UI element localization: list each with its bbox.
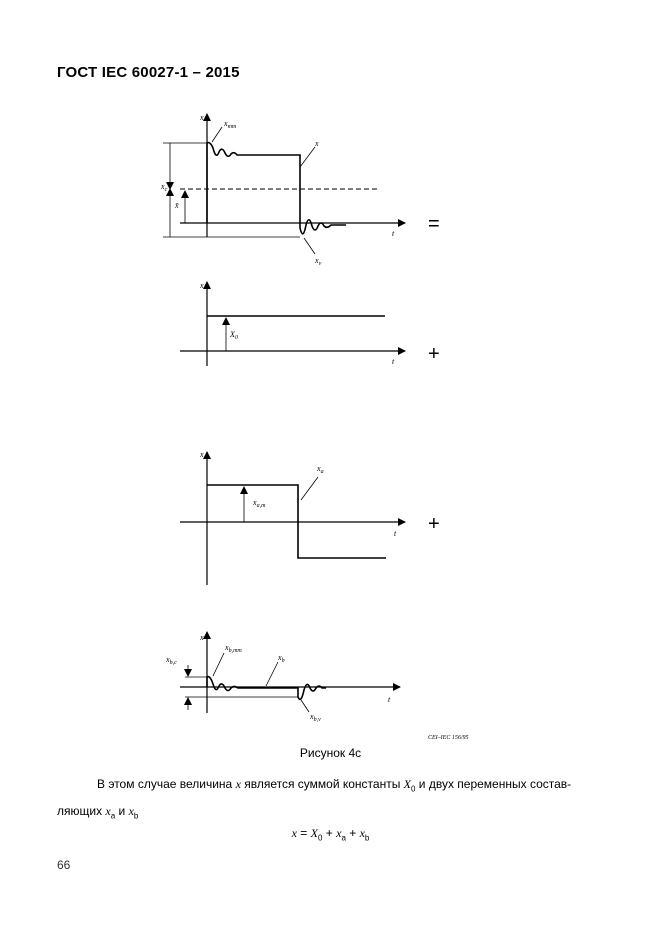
- para-and: и: [115, 804, 129, 819]
- panel1-xbar-label: x̄: [174, 201, 179, 210]
- panel2-x0-label: X: [229, 330, 236, 339]
- para-var-x: x: [235, 777, 241, 791]
- formula-xb: x: [359, 826, 365, 840]
- panel4-xbc-subscript: b,c: [170, 660, 178, 666]
- panel-4-oscillation-xb: x t xb,c xb,mm xb xb,v CEI–IEC 156/95: [165, 631, 469, 741]
- panel3-xa-label: x: [316, 464, 321, 473]
- panel-3-square-wave-xa: x t xa xa,m +: [180, 450, 440, 585]
- para-var-X: X: [403, 777, 412, 791]
- panel3-xa-leader: [300, 476, 319, 501]
- formula-x: x: [291, 826, 297, 840]
- figure-credit: CEI–IEC 156/95: [428, 735, 469, 741]
- panel4-xb-leader: [265, 661, 279, 687]
- panel4-xbmm-label: x: [224, 643, 229, 652]
- para-text-2: является суммой константы: [240, 777, 404, 791]
- figure-4c: x t xmm x xc x̄ xv = x t X0 + x: [160, 113, 469, 741]
- panel4-xbv-subscript: b,v: [314, 717, 322, 723]
- svg-text:xc: xc: [160, 182, 168, 193]
- formula-xa: x: [336, 826, 342, 840]
- panel2-t-axis-label: t: [392, 357, 395, 366]
- para-text-1: В этом случае величина: [97, 777, 236, 791]
- svg-text:xv: xv: [314, 256, 322, 267]
- panel4-oscillation-curve: [206, 675, 326, 701]
- panel4-xbc-label: x: [165, 655, 170, 664]
- panel4-xb-subscript: b: [282, 658, 285, 664]
- document-header: ГОСТ IEC 60027-1 – 2015: [57, 64, 240, 81]
- formula-X-subscript: 0: [317, 833, 323, 843]
- panel-2-constant-x0: x t X0 +: [180, 281, 440, 366]
- panel4-y-axis-label: x: [199, 633, 204, 642]
- formula-equals: =: [296, 826, 311, 840]
- panel1-xc-label: x: [160, 182, 165, 191]
- page-number: 66: [57, 858, 71, 872]
- svg-text:X0: X0: [229, 330, 238, 341]
- panel3-xa-subscript: a: [321, 469, 324, 475]
- panel4-xb-label: x: [277, 653, 282, 662]
- figure-caption: Рисунок 4c: [299, 746, 362, 760]
- para-text-3: и двух переменных состав-ляющих: [57, 777, 572, 819]
- svg-text:xmm: xmm: [223, 119, 237, 130]
- panel1-x-leader: [299, 146, 316, 168]
- panel1-xc-subscript: c: [165, 187, 168, 193]
- formula-xb-subscript: b: [364, 833, 370, 843]
- panel4-xbv-label: x: [309, 712, 314, 721]
- svg-text:xb: xb: [277, 653, 285, 664]
- formula-plus-2: +: [345, 826, 360, 840]
- svg-text:xb,v: xb,v: [309, 712, 321, 723]
- panel1-xmm-subscript: mm: [228, 124, 237, 130]
- panel1-curve-label: x: [314, 139, 319, 148]
- panel4-xbv-leader: [300, 699, 310, 713]
- panel2-x0-subscript: 0: [235, 335, 238, 341]
- para-var-xa: x: [105, 804, 111, 819]
- panel3-xam-subscript: a,m: [257, 503, 267, 509]
- panel3-square-wave: [207, 484, 386, 559]
- panel4-xbmm-subscript: b,mm: [229, 648, 243, 654]
- para-var-X-subscript: 0: [411, 784, 416, 794]
- panel4-xbmm-leader: [212, 652, 225, 677]
- panel1-t-axis-label: t: [392, 229, 395, 238]
- panel1-signal-curve: [206, 141, 346, 235]
- formula-X: X: [310, 826, 318, 840]
- panel3-y-axis-label: x: [199, 450, 204, 459]
- para-var-xb: x: [128, 804, 134, 819]
- panel3-plus-sign: +: [428, 513, 440, 535]
- panel1-equals-sign: =: [428, 213, 440, 235]
- panel2-y-axis-label: x: [199, 281, 204, 290]
- panel1-xv-label: x: [314, 256, 319, 265]
- panel3-xam-label: x: [252, 498, 257, 507]
- formula-xa-subscript: a: [341, 833, 346, 843]
- formula-plus-1: +: [322, 826, 337, 840]
- panel1-xmm-label: x: [223, 119, 228, 128]
- panel3-t-axis-label: t: [394, 529, 397, 538]
- panel2-plus-sign: +: [428, 343, 440, 365]
- body-paragraph: В этом случае величина x является суммой…: [57, 773, 597, 828]
- sum-formula: x = X0 + xa + xb: [0, 826, 661, 842]
- para-var-xb-subscript: b: [133, 811, 139, 821]
- panel1-xv-subscript: v: [319, 261, 322, 267]
- svg-text:xa,m: xa,m: [252, 498, 266, 509]
- panel4-t-axis-label: t: [388, 695, 391, 704]
- panel1-xv-leader: [303, 237, 316, 255]
- para-var-xa-subscript: a: [110, 811, 116, 821]
- svg-text:xb,c: xb,c: [165, 655, 177, 666]
- svg-text:xa: xa: [316, 464, 324, 475]
- panel1-xmm-leader: [211, 126, 223, 143]
- svg-text:xb,mm: xb,mm: [224, 643, 242, 654]
- panel-1-signal-x: x t xmm x xc x̄ xv =: [160, 113, 440, 267]
- panel1-y-axis-label: x: [199, 113, 204, 122]
